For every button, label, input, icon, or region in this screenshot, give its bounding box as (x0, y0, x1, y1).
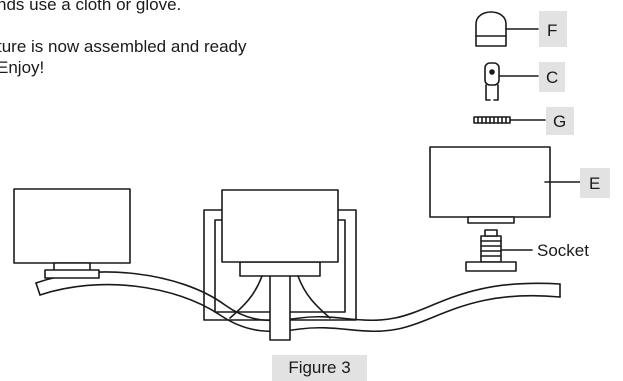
arm-end-left (35, 282, 41, 296)
shade-right-E (429, 146, 551, 218)
label-E: E (589, 174, 600, 193)
label-C-bg (539, 62, 565, 92)
socket-top (484, 229, 498, 237)
center-stem (269, 267, 291, 341)
caption-background (272, 355, 367, 381)
label-C: C (546, 68, 558, 87)
center-cup (239, 261, 321, 277)
instruction-line-2: ture is now assembled and ready (0, 37, 247, 56)
socket-body (480, 235, 502, 263)
bulb-cover-F (475, 11, 507, 47)
figure-caption: Figure 3 (288, 358, 351, 377)
cup-left (44, 269, 100, 279)
label-F-bg (539, 11, 567, 47)
label-E-bg (580, 168, 610, 198)
center-curve-left (229, 275, 263, 319)
instruction-line-1: nds use a cloth or glove. (0, 0, 182, 14)
socket-cup (465, 261, 517, 272)
label-G: G (553, 112, 566, 131)
bulb-C-pins (485, 84, 499, 101)
arm-tube-lower (39, 283, 561, 333)
shade-center (221, 189, 339, 263)
socket-thread (480, 240, 502, 257)
center-curve-right (297, 275, 331, 319)
shade-right-neck (467, 216, 515, 224)
instruction-line-3: Enjoy! (0, 58, 45, 77)
shade-left (13, 188, 131, 264)
bulb-C-dot (489, 69, 495, 75)
ring-G (473, 116, 511, 124)
label-F: F (547, 21, 557, 40)
label-socket: Socket (537, 241, 589, 260)
ring-G-teeth (477, 116, 507, 124)
arm-tube-upper (35, 271, 561, 322)
label-G-bg (546, 107, 574, 135)
